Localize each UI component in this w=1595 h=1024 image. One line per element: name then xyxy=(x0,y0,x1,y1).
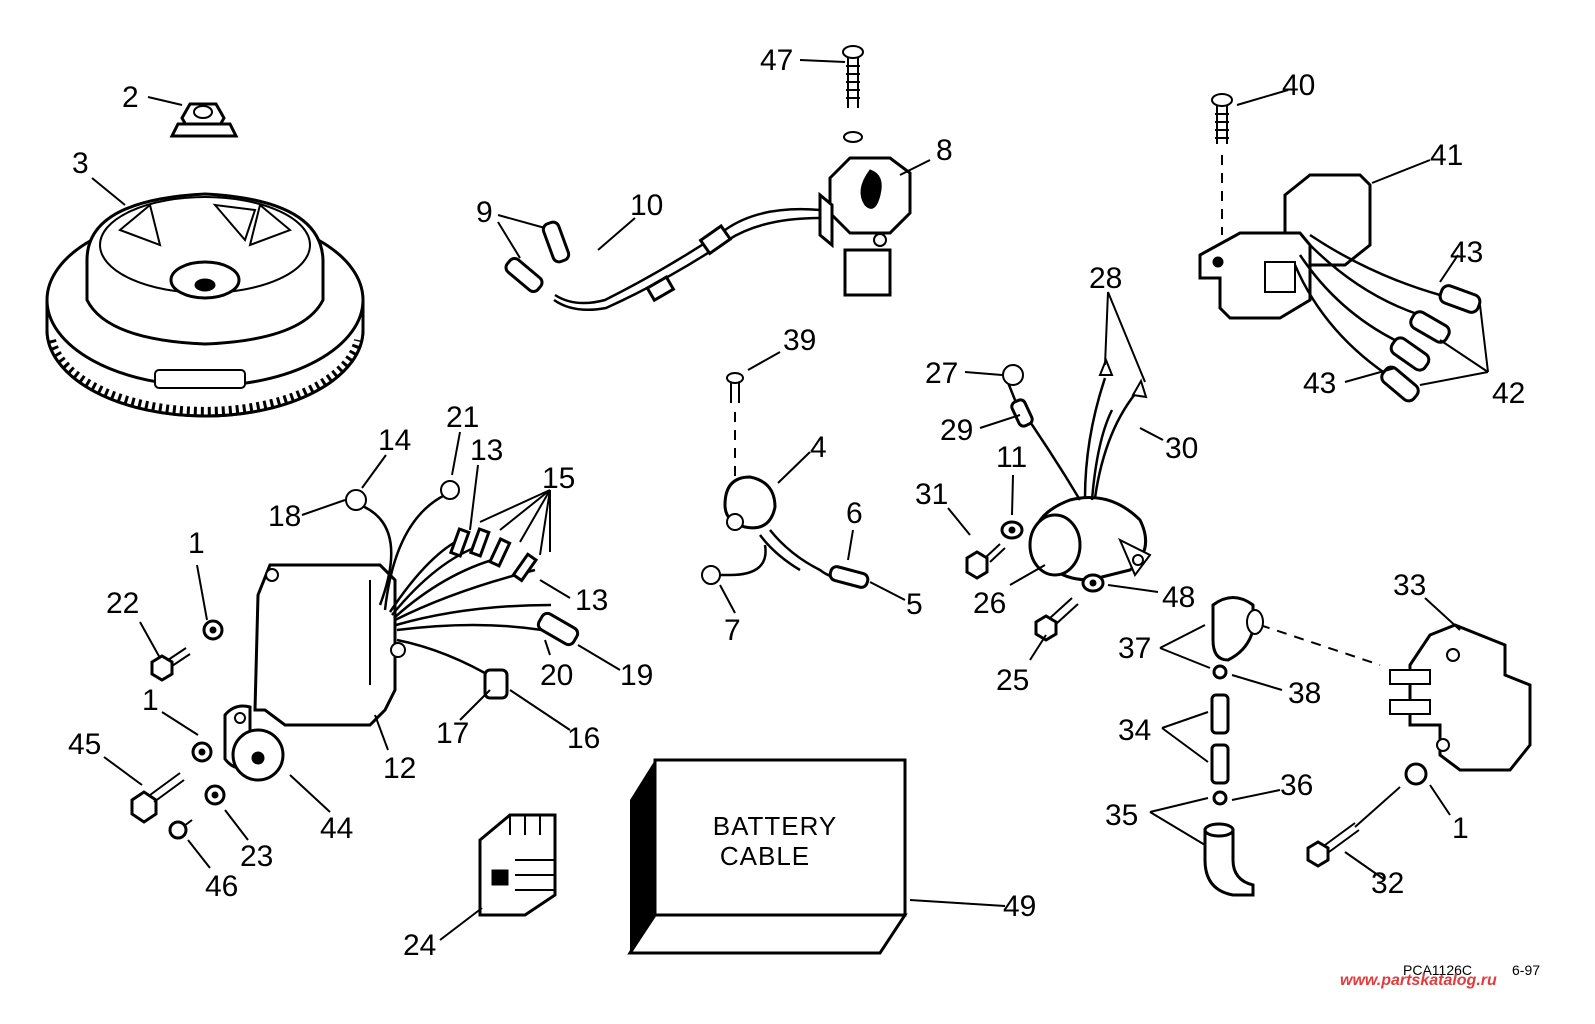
solenoid-26-part xyxy=(1002,357,1152,582)
terminal-block-8-part xyxy=(818,156,912,297)
washer-11-part xyxy=(1000,520,1024,540)
washer-1c-part xyxy=(1404,762,1428,786)
terminal-block-24-part xyxy=(478,813,557,917)
callout-41: 41 xyxy=(1430,139,1463,172)
callout-20: 20 xyxy=(540,659,573,692)
washer-48-part xyxy=(1081,573,1105,593)
rectifier-4-part xyxy=(701,372,870,589)
callout-10: 10 xyxy=(630,189,663,222)
watermark: www.partskatalog.ru xyxy=(1340,972,1497,989)
lockwasher-1b-part xyxy=(191,741,213,763)
lockwasher-1a-part xyxy=(202,619,224,641)
callout-25: 25 xyxy=(996,664,1029,697)
callout-47: 47 xyxy=(760,44,793,77)
callout-3: 3 xyxy=(72,147,89,180)
callout-15: 15 xyxy=(542,462,575,495)
callout-18: 18 xyxy=(268,500,301,533)
battery-cable-line1: BATTERY xyxy=(713,811,838,841)
leader-lines xyxy=(91,59,1489,941)
callout-numbers: 2 3 47 8 9 10 40 41 43 42 43 28 27 29 30… xyxy=(68,44,1525,962)
battery-cable-line2: CABLE xyxy=(720,841,810,871)
callout-39: 39 xyxy=(783,324,816,357)
callout-2: 2 xyxy=(122,81,139,114)
ignition-coil-33-part xyxy=(1259,623,1532,772)
callout-1-right: 1 xyxy=(1452,812,1469,845)
callout-29: 29 xyxy=(940,414,973,447)
bolt-31-part xyxy=(965,543,1006,580)
screw-40-part xyxy=(1211,93,1233,235)
ignition-module-41-part xyxy=(1198,173,1482,403)
callout-1-top: 1 xyxy=(188,527,205,560)
callout-4: 4 xyxy=(810,431,827,464)
boot-35-part xyxy=(1203,822,1255,897)
stator-leads-9-10-part xyxy=(504,207,821,311)
spring-36-part xyxy=(1212,790,1228,806)
callout-38: 38 xyxy=(1288,677,1321,710)
callout-13-top: 13 xyxy=(470,434,503,467)
callout-6: 6 xyxy=(846,497,863,530)
callout-43-bottom: 43 xyxy=(1303,367,1336,400)
callout-45: 45 xyxy=(68,728,101,761)
callout-16: 16 xyxy=(567,722,600,755)
callout-31: 31 xyxy=(915,478,948,511)
washer-23-part xyxy=(204,784,226,806)
screw-47-part xyxy=(842,45,864,143)
screw-32-part xyxy=(1306,822,1360,868)
callout-34: 34 xyxy=(1118,714,1151,747)
callout-22: 22 xyxy=(106,587,139,620)
battery-cable-box-49: BATTERY CABLE xyxy=(627,758,908,955)
callout-13-right: 13 xyxy=(575,584,608,617)
callout-49: 49 xyxy=(1003,890,1036,923)
callout-21: 21 xyxy=(446,401,479,434)
callout-33: 33 xyxy=(1393,569,1426,602)
callout-46: 46 xyxy=(205,870,238,903)
drawing-code: PCA1126C xyxy=(1403,962,1472,978)
flywheel-nut-part xyxy=(169,102,239,138)
callout-23: 23 xyxy=(240,840,273,873)
callout-37: 37 xyxy=(1118,632,1151,665)
screw-22-part xyxy=(150,647,191,682)
callout-24: 24 xyxy=(403,929,436,962)
callout-44: 44 xyxy=(320,812,353,845)
callout-36: 36 xyxy=(1280,769,1313,802)
callout-19: 19 xyxy=(620,659,653,692)
boot-37-part xyxy=(1211,596,1264,662)
callout-11: 11 xyxy=(996,441,1027,474)
callout-27: 27 xyxy=(925,357,958,390)
callout-8: 8 xyxy=(936,134,953,167)
callout-7: 7 xyxy=(724,614,741,647)
callout-9: 9 xyxy=(476,196,493,229)
callout-48: 48 xyxy=(1162,581,1195,614)
callout-43-top: 43 xyxy=(1450,236,1483,269)
screw-45-part xyxy=(130,772,185,824)
screw-46-part xyxy=(168,819,193,840)
callout-5: 5 xyxy=(906,588,923,621)
callout-32: 32 xyxy=(1371,867,1404,900)
callout-30: 30 xyxy=(1165,432,1198,465)
bracket-44-part xyxy=(223,704,285,782)
callout-26: 26 xyxy=(973,587,1006,620)
wire-34-part xyxy=(1210,693,1230,785)
callout-17: 17 xyxy=(436,717,469,750)
spring-38-part xyxy=(1212,664,1228,680)
callout-14: 14 xyxy=(378,424,411,457)
power-pack-12-part xyxy=(253,480,580,727)
callout-35: 35 xyxy=(1105,799,1138,832)
flywheel-part xyxy=(45,192,365,418)
callout-28: 28 xyxy=(1089,262,1122,295)
callout-40: 40 xyxy=(1282,69,1315,102)
callout-1-left: 1 xyxy=(142,684,159,717)
bolt-25-part xyxy=(1034,597,1079,642)
drawing-date: 6-97 xyxy=(1512,962,1540,978)
callout-12: 12 xyxy=(383,752,416,785)
callout-42: 42 xyxy=(1492,377,1525,410)
